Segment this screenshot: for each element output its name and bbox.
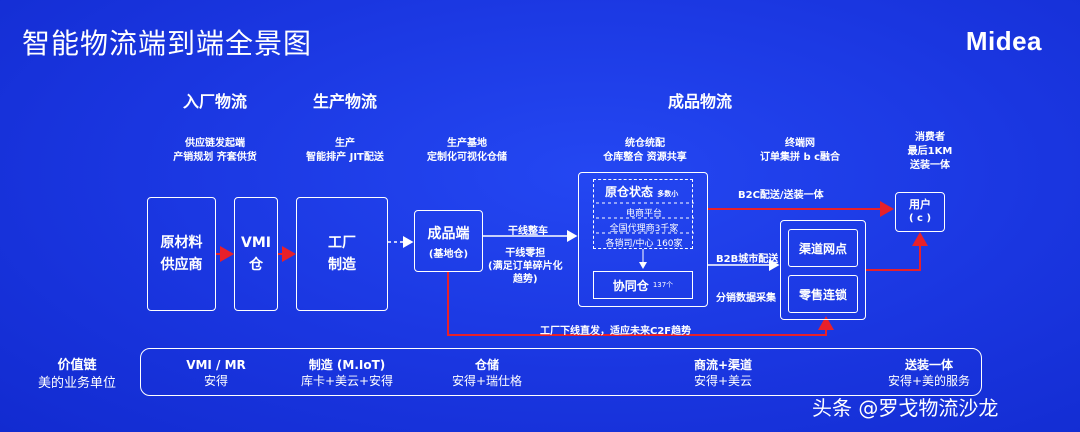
value-chain-heading: 价值链 美的业务单位 (38, 357, 116, 393)
vc-vmi-name: VMI / MR (186, 358, 246, 372)
value-chain-item-delivery: 送装一体 安得+美的服务 (874, 357, 984, 389)
watermark: 头条 @罗戈物流沙龙 (812, 396, 999, 420)
vc-channel-name: 商流+渠道 (693, 358, 753, 372)
raw-supplier-label-1: 原材料 (160, 235, 203, 251)
value-chain-item-manufacturing: 制造 (M.IoT) 库卡+美云+安得 (292, 357, 402, 389)
channel-label: 渠道网点 (798, 241, 847, 256)
flow-direct (447, 272, 834, 336)
route-trunk-label: 干线整车 (508, 226, 548, 237)
origin-title-text: 原仓状态 (605, 185, 654, 199)
descriptor-supply-line1: 供应链发起端 (185, 138, 245, 149)
vc-vmi-unit: 安得 (203, 374, 228, 388)
descriptor-base-line2: 定制化可视化仓储 (427, 152, 507, 163)
box-unified-warehouse: 原仓状态 多数小 电商平台 全国代理商3千家 各销司/中心 160家 协同仓 1… (578, 172, 708, 307)
retail-label: 零售连锁 (798, 287, 847, 302)
route-b2c-label: B2C配送/送装一体 (738, 190, 824, 201)
vmi-label-1: VMI (241, 235, 271, 251)
brand-logo: Midea (965, 26, 1042, 56)
route-dist-label: 分销数据采集 (716, 293, 776, 304)
descriptor-production: 生产 智能排产 JIT配送 (290, 137, 400, 165)
value-chain-sublabel: 美的业务单位 (38, 376, 117, 391)
value-chain-bar (140, 348, 982, 396)
section-inbound: 入厂物流 (182, 92, 247, 111)
origin-line-ecommerce: 电商平台 (625, 209, 662, 219)
vc-storage-name: 仓储 (474, 358, 499, 372)
descriptor-warehouse-line1: 统仓统配 (625, 138, 665, 149)
section-production: 生产物流 (312, 92, 377, 111)
origin-line-agents: 全国代理商3千家 (609, 224, 679, 234)
descriptor-network-line2: 订单集拼 b c融合 (759, 152, 841, 163)
descriptor-consumer: 消费者 最后1KM 送装一体 (875, 131, 985, 173)
box-channel-retail-group: 渠道网点 零售连锁 (780, 220, 866, 320)
descriptor-consumer-line1: 消费者 (915, 132, 945, 143)
collab-title: 协同仓 (612, 278, 649, 293)
vc-manufacturing-unit: 库卡+美云+安得 (300, 374, 394, 388)
user-label: 用户 (909, 198, 931, 211)
descriptor-warehouse: 统仓统配 仓库整合 资源共享 (590, 137, 700, 165)
flow-channel-to-user (866, 232, 928, 271)
route-ltl-line1: 干线零担 (505, 248, 546, 259)
box-collab-warehouse: 协同仓 137个 (593, 271, 693, 299)
vc-delivery-unit: 安得+美的服务 (887, 374, 971, 388)
box-factory: 工厂 制造 (296, 197, 388, 311)
descriptor-network-line1: 终端网 (785, 138, 815, 149)
raw-supplier-label-2: 供应商 (160, 257, 203, 273)
route-ltl-label: 干线零担 (满足订单碎片化 趋势) (488, 247, 563, 286)
route-ltl-line2: (满足订单碎片化 (488, 261, 563, 272)
vc-delivery-name: 送装一体 (904, 358, 953, 372)
origin-warehouse-frame (593, 179, 693, 249)
origin-line-branches: 各销司/中心 160家 (605, 239, 683, 249)
vmi-label-2: 仓 (249, 257, 263, 273)
descriptor-network: 终端网 订单集拼 b c融合 (745, 137, 855, 165)
box-finished-goods: 成品端 (基地仓) (414, 210, 483, 272)
value-chain-item-vmi: VMI / MR 安得 (168, 357, 264, 389)
vc-channel-unit: 安得+美云 (693, 374, 753, 388)
route-b2b-label: B2B城市配送 (716, 254, 779, 265)
box-vmi: VMI 仓 (234, 197, 278, 311)
user-sub: ( c ) (908, 213, 932, 224)
origin-warehouse-title: 原仓状态 多数小 (605, 183, 678, 200)
fg-subtitle: (基地仓) (428, 248, 469, 260)
section-finished: 成品物流 (667, 92, 732, 111)
descriptor-consumer-line3: 送装一体 (910, 160, 950, 171)
descriptor-supply-line2: 产销规划 齐套供货 (173, 152, 257, 163)
vc-manufacturing-name: 制造 (M.IoT) (308, 358, 386, 372)
box-raw-supplier: 原材料 供应商 (147, 197, 216, 311)
vc-storage-unit: 安得+瑞仕格 (451, 374, 523, 388)
value-chain-label: 价值链 (57, 358, 97, 373)
factory-label-2: 制造 (328, 257, 356, 273)
value-chain-item-channel: 商流+渠道 安得+美云 (668, 357, 778, 389)
route-ltl-line3: 趋势) (513, 274, 538, 285)
descriptor-production-line2: 智能排产 JIT配送 (306, 152, 384, 163)
descriptor-consumer-line2: 最后1KM (907, 146, 953, 157)
box-channel: 渠道网点 (788, 229, 858, 267)
descriptor-production-line1: 生产 (335, 138, 355, 149)
fg-title: 成品端 (427, 225, 470, 242)
box-user: 用户 ( c ) (895, 192, 945, 232)
collab-tag: 137个 (652, 281, 674, 289)
descriptor-supply: 供应链发起端 产销规划 齐套供货 (160, 137, 270, 165)
route-direct-label: 工厂下线直发，适应未来C2F趋势 (540, 326, 692, 337)
factory-label-1: 工厂 (328, 235, 356, 251)
box-retail: 零售连锁 (788, 275, 858, 313)
page-title: 智能物流端到端全景图 (22, 27, 313, 60)
descriptor-warehouse-line2: 仓库整合 资源共享 (603, 152, 687, 163)
value-chain-item-storage: 仓储 安得+瑞仕格 (432, 357, 542, 389)
origin-tag: 多数小 (657, 190, 679, 198)
descriptor-base: 生产基地 定制化可视化仓储 (412, 137, 522, 165)
descriptor-base-line1: 生产基地 (447, 138, 487, 149)
